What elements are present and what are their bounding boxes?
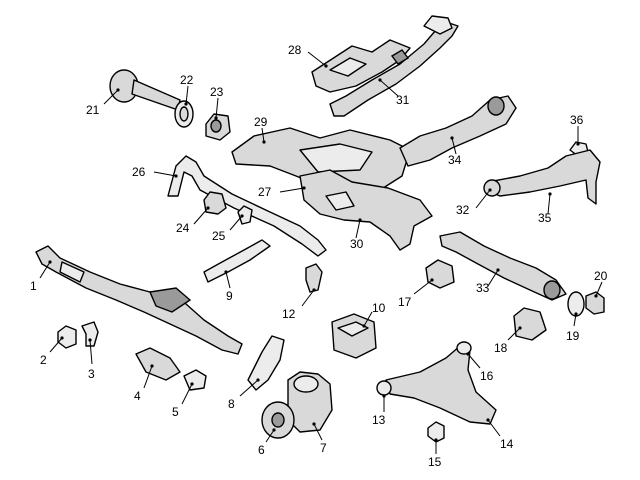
callout-15: 15: [428, 455, 442, 469]
part-23-seal: [174, 100, 194, 128]
callout-24: 23: [210, 85, 224, 99]
callout-30: 30: [350, 237, 364, 251]
part-35-upper-arm: [487, 149, 601, 205]
callout-20: 20: [594, 269, 608, 283]
callout-6: 6: [258, 443, 265, 457]
part-12-bolt: [305, 263, 323, 293]
callout-10: 10: [372, 301, 386, 315]
part-1-steering-rack: [35, 245, 243, 355]
part-3-clip: [81, 321, 99, 347]
part-10-mount-block: [331, 313, 377, 359]
part-18-boot: [513, 307, 547, 341]
part-34-drive-shaft: [399, 95, 517, 167]
callout-32: 32: [456, 203, 470, 217]
part-4-boot: [135, 347, 181, 381]
callout-28: 28: [288, 43, 302, 57]
callout-labels: 1 2 3 4 5 6 7 8 9 10 12 13 14 15 16 17 1…: [30, 43, 608, 469]
part-25-clamp: [237, 205, 253, 225]
callout-9: 9: [226, 289, 233, 303]
part-19-washer: [567, 291, 585, 317]
callout-29: 29: [254, 115, 268, 129]
part-16-bushing: [456, 341, 472, 355]
callout-36: 36: [570, 113, 584, 127]
callout-18: 18: [494, 341, 508, 355]
callout-26: 26: [132, 165, 146, 179]
callout-22: 24: [176, 221, 190, 235]
callout-8: 8: [228, 397, 235, 411]
callout-12: 12: [282, 307, 296, 321]
callout-33: 33: [476, 281, 490, 295]
callout-35: 35: [538, 211, 552, 225]
callout-17: 17: [398, 295, 412, 309]
callout-4: 4: [134, 389, 141, 403]
part-32-bushing: [483, 179, 501, 197]
part-29-cross-member: [231, 127, 411, 197]
part-9-link: [203, 239, 271, 283]
callout-23: 22: [180, 73, 194, 87]
part-20-nut: [585, 291, 605, 315]
part-26-stabilizer-bar: [167, 155, 327, 257]
part-33-axle-shaft: [439, 231, 567, 301]
callout-1: 1: [30, 279, 37, 293]
part-7-pump: [287, 371, 333, 433]
part-15-bushing: [427, 421, 445, 443]
part-8-bracket: [247, 335, 285, 391]
part-6-pulley: [261, 401, 295, 439]
callout-25: 25: [212, 229, 226, 243]
callout-19: 19: [566, 329, 580, 343]
callout-34: 34: [448, 153, 462, 167]
part-28-column-bracket: [311, 39, 411, 93]
part-24-bushing: [205, 113, 231, 141]
callout-16: 16: [480, 369, 494, 383]
callout-14: 14: [500, 437, 514, 451]
callout-7: 7: [320, 441, 327, 455]
part-2-bushing: [57, 325, 77, 349]
callout-31: 31: [396, 93, 410, 107]
callout-27: 27: [258, 185, 272, 199]
callout-21: 21: [86, 103, 100, 117]
part-30-mount-bracket: [299, 169, 433, 251]
callout-3: 3: [88, 367, 95, 381]
callout-5: 5: [172, 405, 179, 419]
part-5-tie-rod-end: [183, 369, 207, 391]
part-14-lower-arm: [385, 345, 497, 425]
part-22-bushing: [203, 191, 227, 215]
callout-13: 13: [372, 413, 386, 427]
part-21-shaft: [109, 69, 181, 111]
part-17-boot: [425, 259, 455, 289]
callout-2: 2: [40, 353, 47, 367]
part-13-bushing: [376, 380, 392, 396]
part-31-steering-column: [329, 15, 459, 117]
leader-lines: [39, 51, 603, 454]
